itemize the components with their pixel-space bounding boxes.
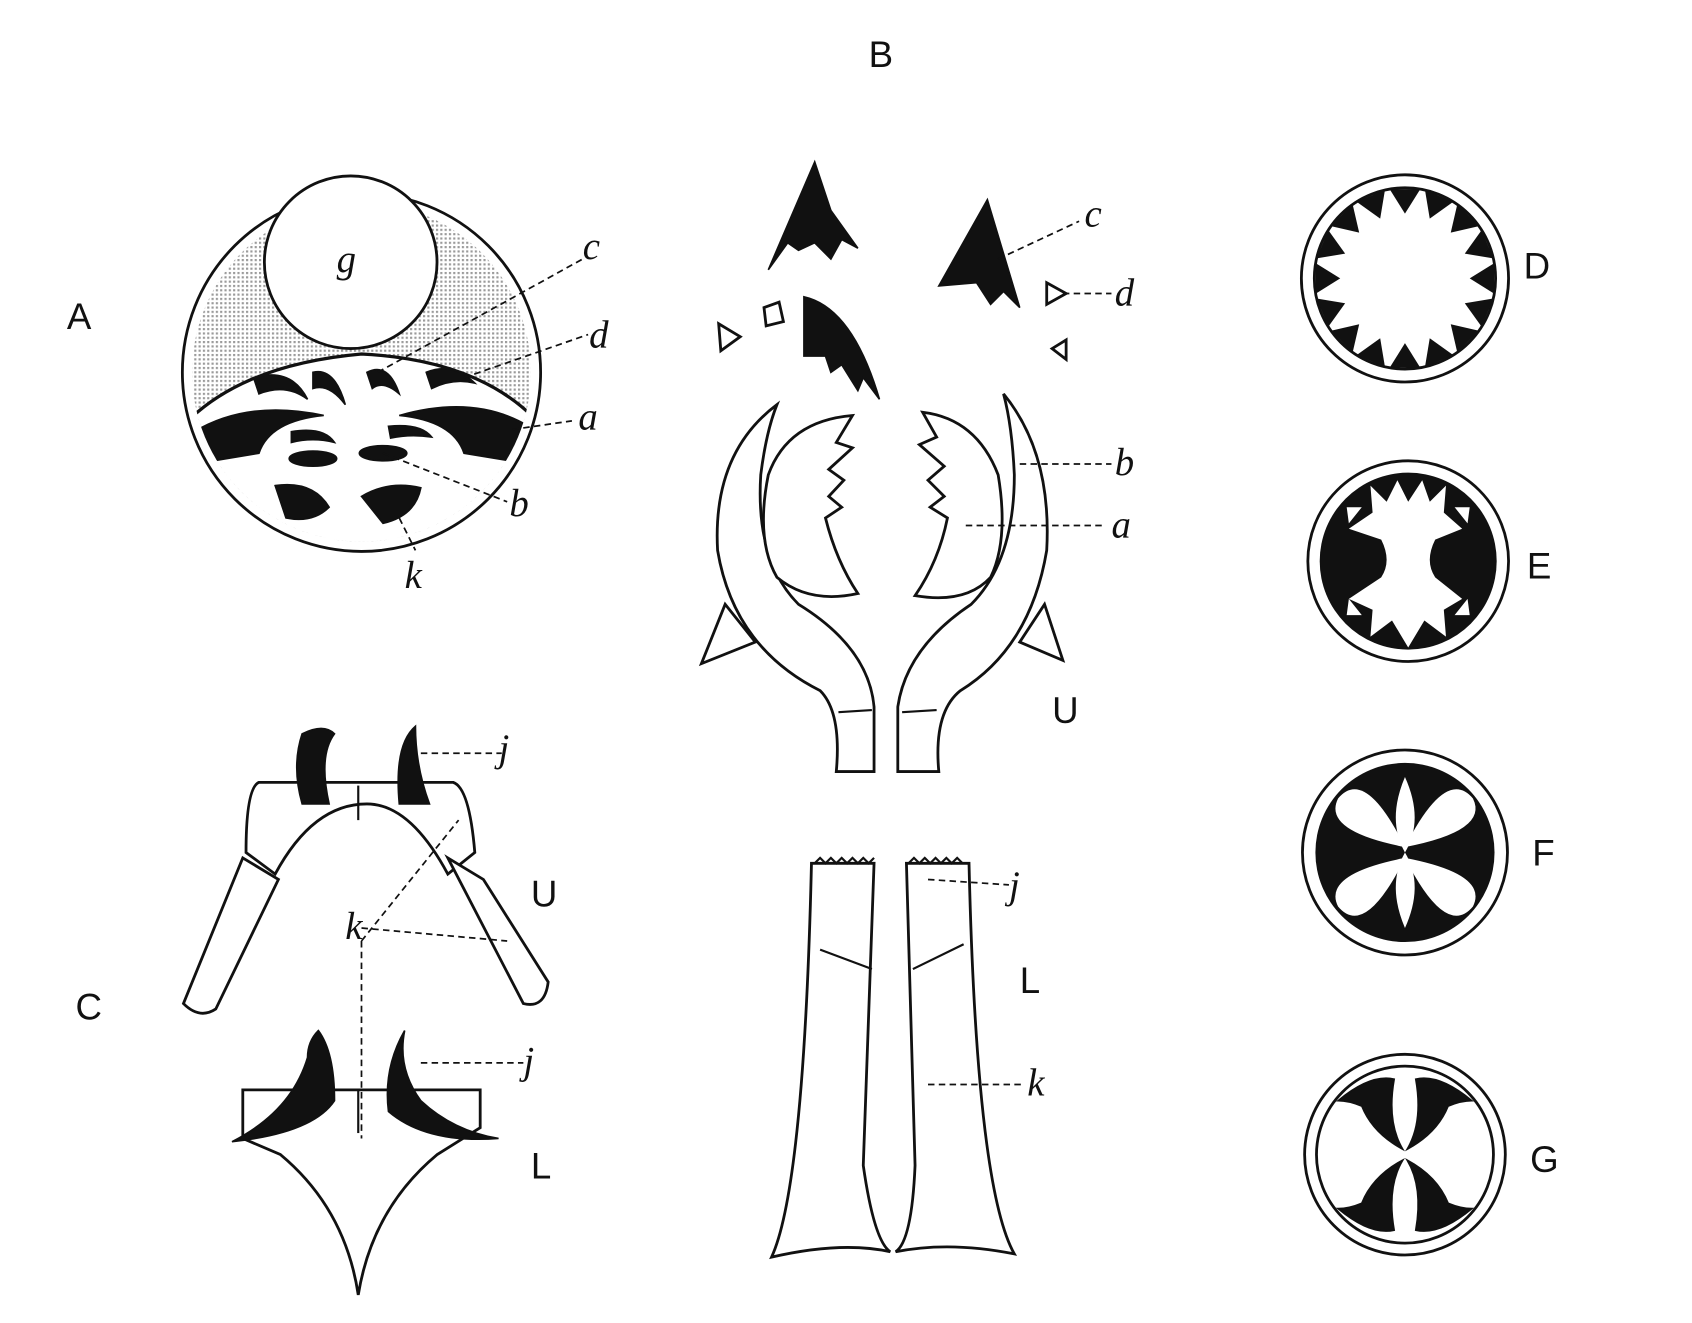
label-a-g: g bbox=[337, 238, 356, 281]
label-a-a: a bbox=[578, 395, 597, 438]
panel-label-e: E bbox=[1527, 545, 1551, 586]
label-bl-l: L bbox=[1020, 960, 1040, 1001]
figure-g-section bbox=[1303, 1052, 1507, 1257]
panel-label-g: G bbox=[1530, 1139, 1559, 1180]
panel-label-a: A bbox=[67, 296, 92, 337]
label-a-b: b bbox=[509, 482, 528, 525]
panel-label-d: D bbox=[1524, 245, 1550, 286]
label-bl-k: k bbox=[1027, 1061, 1045, 1104]
ring-tooth bbox=[1389, 189, 1421, 214]
label-b-u: U bbox=[1052, 690, 1078, 731]
label-c-k: k bbox=[345, 905, 363, 948]
panel-label-c: C bbox=[76, 987, 102, 1028]
label-b-a: a bbox=[1111, 503, 1130, 546]
label-b-b: b bbox=[1115, 441, 1134, 484]
figure-b-upper-jaw bbox=[698, 159, 1112, 773]
figure-b-lower-jaw bbox=[769, 856, 1026, 1260]
ring-tooth bbox=[1330, 324, 1360, 353]
panel-label-f: F bbox=[1532, 832, 1554, 873]
label-b-d: d bbox=[1115, 271, 1135, 314]
label-c-u: U bbox=[531, 873, 557, 914]
figure-e-section bbox=[1306, 459, 1510, 663]
ring-tooth bbox=[1424, 190, 1454, 219]
ring-tooth bbox=[1464, 298, 1494, 327]
figure-f-section bbox=[1301, 748, 1509, 957]
panel-label-b: B bbox=[869, 34, 893, 75]
ring-tooth bbox=[1356, 338, 1385, 367]
ring-tooth bbox=[1389, 343, 1421, 368]
label-c-l: L bbox=[531, 1145, 551, 1186]
ring-tooth bbox=[1469, 263, 1495, 294]
figure-d-section bbox=[1299, 173, 1510, 384]
ring-tooth bbox=[1450, 324, 1479, 353]
ring-tooth bbox=[1450, 204, 1479, 233]
ring-tooth bbox=[1356, 190, 1385, 219]
ring-tooth bbox=[1316, 230, 1346, 259]
ring-tooth bbox=[1316, 298, 1346, 327]
figure-c-jaws bbox=[181, 724, 550, 1296]
label-a-c: c bbox=[583, 225, 600, 268]
label-b-c: c bbox=[1084, 193, 1101, 236]
label-a-d: d bbox=[589, 313, 609, 356]
ring-tooth bbox=[1315, 263, 1341, 294]
label-a-k: k bbox=[405, 554, 423, 597]
ring-tooth bbox=[1464, 230, 1494, 259]
label-c-j-upper: j bbox=[494, 727, 510, 770]
label-c-j-lower: j bbox=[518, 1040, 534, 1083]
ring-tooth bbox=[1424, 338, 1454, 367]
ring-tooth bbox=[1330, 204, 1360, 233]
